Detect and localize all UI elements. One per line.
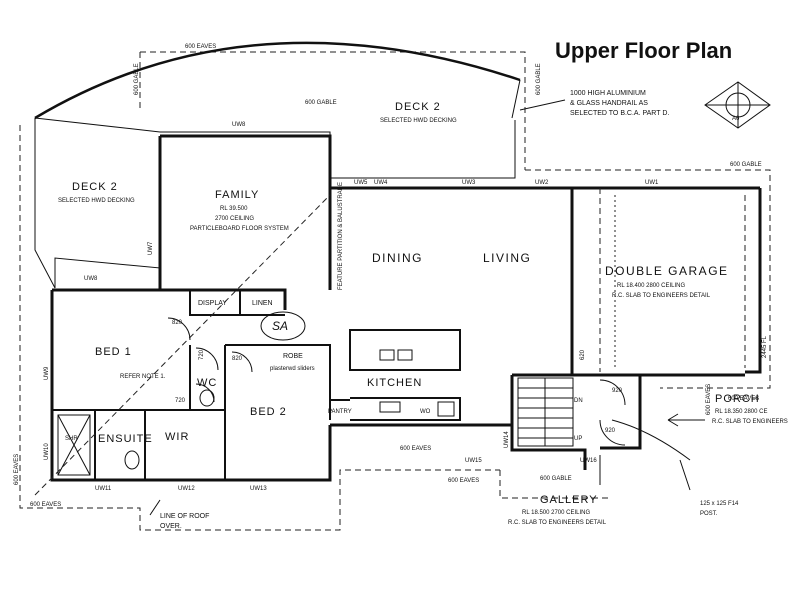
ensuite-name: ENSUITE — [98, 433, 153, 445]
leader-lines — [149, 99, 705, 516]
door-820-bed1: 820 — [172, 320, 183, 326]
window-uw11: UW11 — [95, 486, 112, 492]
linen-name: LINEN — [252, 300, 273, 307]
garage-slab: R.C. SLAB TO ENGINEERS DETAIL — [612, 293, 711, 299]
eaves-gallery-low: 600 EAVES — [448, 478, 479, 484]
deck2-top-outline — [160, 120, 516, 179]
bed2-name: BED 2 — [250, 406, 287, 418]
window-uw8-top: UW8 — [232, 122, 246, 128]
living-name: LIVING — [483, 251, 531, 265]
family-rl: RL 39.500 — [220, 206, 248, 212]
door-swings — [167, 317, 691, 461]
eaves-porch: 600 EAVES — [728, 396, 759, 402]
post-note-2: POST. — [700, 511, 718, 517]
deck-handrail-curve — [34, 41, 521, 120]
door-720-wir: 720 — [175, 398, 186, 404]
gallery-slab: R.C. SLAB TO ENGINEERS DETAIL — [508, 520, 607, 526]
exterior-walls — [50, 134, 762, 482]
stair-dn: DN — [574, 398, 583, 404]
window-uw2: UW2 — [535, 180, 549, 186]
deck2-left-detail: SELECTED HWD DECKING — [58, 198, 135, 204]
garage-rl: RL 18.400 2800 CEILING — [617, 283, 685, 289]
window-uw1: UW1 — [645, 180, 659, 186]
robe-detail: plasterwd sliders — [270, 366, 315, 372]
roof-line-note-1: LINE OF ROOF — [160, 513, 209, 520]
gable-gallery: 600 GABLE — [540, 476, 572, 482]
eaves-gallery: 600 EAVES — [400, 446, 431, 452]
window-uw8-left: UW8 — [84, 276, 98, 282]
roof-line-diagonal — [34, 194, 331, 496]
family-ceiling: 2700 CEILING — [215, 216, 254, 222]
stairs — [517, 377, 574, 447]
plan-title: Upper Floor Plan — [555, 38, 733, 63]
compass-label: A6 — [732, 116, 740, 122]
deck2-left-name: DECK 2 — [72, 181, 118, 193]
window-uw12: UW12 — [178, 486, 195, 492]
window-uw3: UW3 — [462, 180, 476, 186]
gallery-name: GALLERY — [540, 494, 598, 506]
handrail-note-1: 1000 HIGH ALUMINIUM — [570, 90, 646, 97]
deck2-top-name: DECK 2 — [395, 101, 441, 113]
fixtures — [57, 349, 455, 476]
door-820-bed2: 820 — [232, 356, 243, 362]
window-uw10: UW10 — [44, 443, 50, 460]
eaves-left: 600 EAVES — [14, 454, 20, 485]
porch-rl: RL 18.350 2800 CE — [715, 409, 767, 415]
deck-handrail-right — [511, 79, 521, 119]
bed1-name: BED 1 — [95, 346, 132, 358]
interior-walls — [52, 290, 461, 480]
window-uw14: UW14 — [504, 431, 510, 448]
door-920-b: 920 — [605, 428, 616, 434]
kitchen-name: KITCHEN — [367, 377, 422, 389]
wc-name: WC — [197, 377, 217, 389]
smoke-alarm-circle — [260, 311, 306, 341]
family-name: FAMILY — [215, 189, 259, 201]
roof-line-note-2: OVER. — [160, 523, 182, 530]
window-uw4: UW4 — [374, 180, 388, 186]
door-720-wc: 720 — [199, 349, 205, 360]
door-620-garage: 620 — [580, 349, 586, 360]
north-compass-icon — [704, 81, 771, 129]
window-uw7: UW7 — [148, 241, 154, 255]
post-note-1: 125 x 125 F14 — [700, 501, 739, 507]
deck2-top-detail: SELECTED HWD DECKING — [380, 118, 457, 124]
garage-fl: 2445 FL — [762, 335, 768, 358]
robe-name: ROBE — [283, 353, 303, 360]
handrail-note-3: SELECTED TO B.C.A. PART D. — [570, 110, 669, 117]
family-floor: PARTICLEBOARD FLOOR SYSTEM — [190, 226, 289, 232]
gable-garage: 600 GABLE — [730, 162, 762, 168]
stair-up: UP — [574, 436, 582, 442]
gable-right-top: 600 GABLE — [536, 63, 542, 95]
window-uw15: UW15 — [465, 458, 482, 464]
eaves-bottom-left: 600 EAVES — [30, 502, 61, 508]
eaves-top: 600 EAVES — [185, 44, 216, 50]
pantry-name: PANTRY — [328, 409, 352, 415]
sa-label: SA — [272, 319, 288, 333]
shr-name: SHR — [65, 436, 78, 442]
porch-name: PORCH — [715, 393, 760, 405]
porch-slab: R.C. SLAB TO ENGINEERS — [712, 419, 788, 425]
window-uw16: UW16 — [580, 458, 597, 464]
refer-note: REFER NOTE 1. — [120, 374, 166, 380]
window-uw13: UW13 — [250, 486, 267, 492]
gable-left-top: 600 GABLE — [134, 63, 140, 95]
garage-name: DOUBLE GARAGE — [605, 264, 729, 278]
window-uw5-a: UW5 — [354, 180, 368, 186]
gable-top: 600 GABLE — [305, 100, 337, 106]
handrail-note-2: & GLASS HANDRAIL AS — [570, 100, 648, 107]
window-uw9: UW9 — [44, 366, 50, 380]
eaves-outline — [19, 51, 771, 531]
door-920-a: 920 — [612, 388, 623, 394]
wir-name: WIR — [165, 431, 189, 443]
partition-note: FEATURE PARTITION & BALUSTRADE — [338, 182, 344, 290]
eaves-porch-vert: 600 EAVES — [706, 384, 712, 415]
dining-name: DINING — [372, 251, 423, 265]
wo-name: WO — [420, 409, 431, 415]
gallery-rl: RL 18.500 2700 CEILING — [522, 510, 590, 516]
display-name: DISPLAY — [198, 300, 227, 307]
